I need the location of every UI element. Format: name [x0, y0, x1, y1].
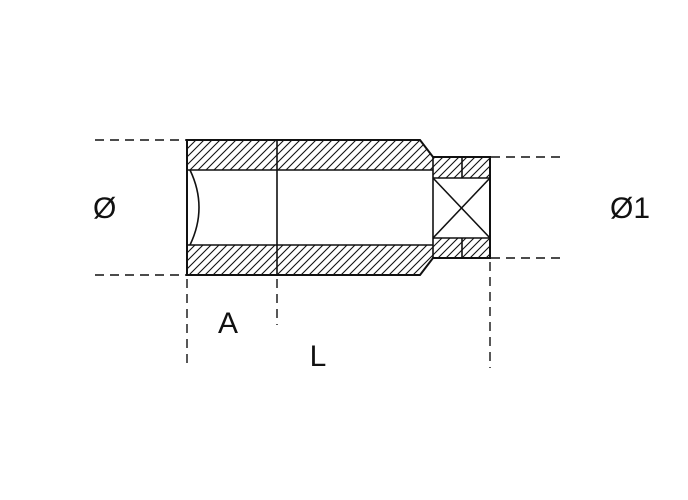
drive-hole-diagonal-2 — [432, 177, 491, 239]
socket-outer-profile — [186, 139, 491, 276]
label-dim-a: A — [218, 307, 238, 340]
mouth-chamfer-arc — [189, 169, 200, 246]
hatch-bottom-wall — [187, 245, 433, 275]
label-diameter-right: Ø1 — [610, 192, 650, 225]
label-dim-l: L — [310, 340, 327, 373]
label-diameter-left: Ø — [93, 192, 116, 225]
hatch-top-wall — [187, 140, 433, 170]
